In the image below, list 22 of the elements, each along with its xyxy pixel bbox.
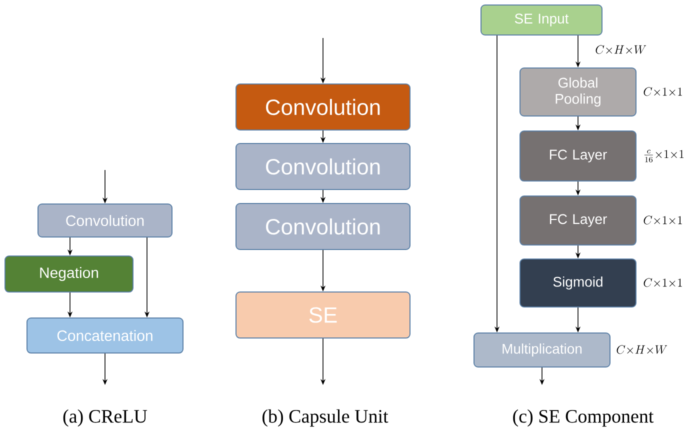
process-box: Multiplication <box>474 332 610 368</box>
process-box: Global Pooling <box>520 68 636 116</box>
process-box: FC Layer <box>520 130 636 182</box>
process-box: FC Layer <box>520 196 636 246</box>
caption: (c) SE Component <box>513 409 654 427</box>
process-box: Convolution <box>38 204 172 238</box>
process-box: Negation <box>4 256 134 292</box>
process-box: Convolution <box>236 84 410 130</box>
dimension-label: $C\times 1\times 1$ <box>644 87 682 96</box>
caption: (b) Capsule Unit <box>262 409 388 427</box>
dimension-label: $C\times H\times W$ <box>616 345 668 354</box>
process-box: Concatenation <box>26 318 184 354</box>
dimension-label: $\frac{c}{16}\times 1\times 1$ <box>644 150 684 162</box>
process-box: SE Input <box>480 4 602 36</box>
dimension-label: $C\times 1\times 1$ <box>644 216 682 224</box>
process-box: Sigmoid <box>520 258 636 308</box>
process-box: Convolution <box>236 143 410 190</box>
caption: (a) CReLU <box>63 409 148 427</box>
edge-label: $C\times H\times W$ <box>596 45 646 54</box>
process-box: Convolution <box>236 203 410 250</box>
process-box: SE <box>236 292 410 338</box>
dimension-label: $C\times 1\times 1$ <box>644 278 682 287</box>
